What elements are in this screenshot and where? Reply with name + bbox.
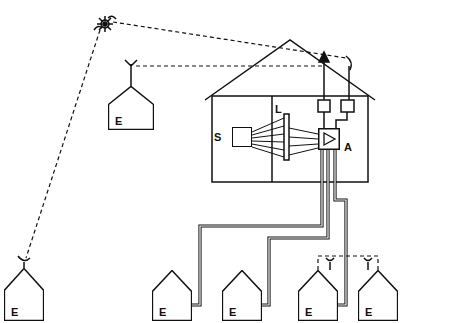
house-outline [298,270,338,321]
house-letter: E [159,306,166,318]
house: E [222,270,262,321]
satellite [94,16,116,32]
house-letter: E [115,115,122,127]
part-label: L [275,103,282,115]
dish [326,258,334,270]
house: E [4,268,44,321]
head-end-building [205,40,375,182]
house-outline [358,270,398,321]
house-outline [108,86,154,130]
source-box: S [214,126,252,148]
house: E [298,270,338,321]
radio-link [26,30,100,258]
amplifier: A [318,128,354,150]
radio-link [113,22,346,58]
house: E [152,270,192,321]
cable [192,150,322,305]
antenna [125,60,137,86]
house-letter: E [229,306,236,318]
source-square [232,127,252,147]
cable [335,150,346,305]
dish [18,256,30,268]
part-letter: A [344,141,352,153]
amplifier-symbol [318,128,340,150]
house-letter: E [305,306,312,318]
house: E [358,270,398,321]
house: E [108,86,154,130]
radio-link [318,256,378,270]
part-letter: S [214,131,221,143]
house-letter: E [365,306,372,318]
house-letter: E [11,306,18,318]
house-outline [4,268,44,321]
house-outline [222,270,262,321]
dish [364,258,372,270]
radio-link [136,65,322,66]
house-outline [152,270,192,321]
